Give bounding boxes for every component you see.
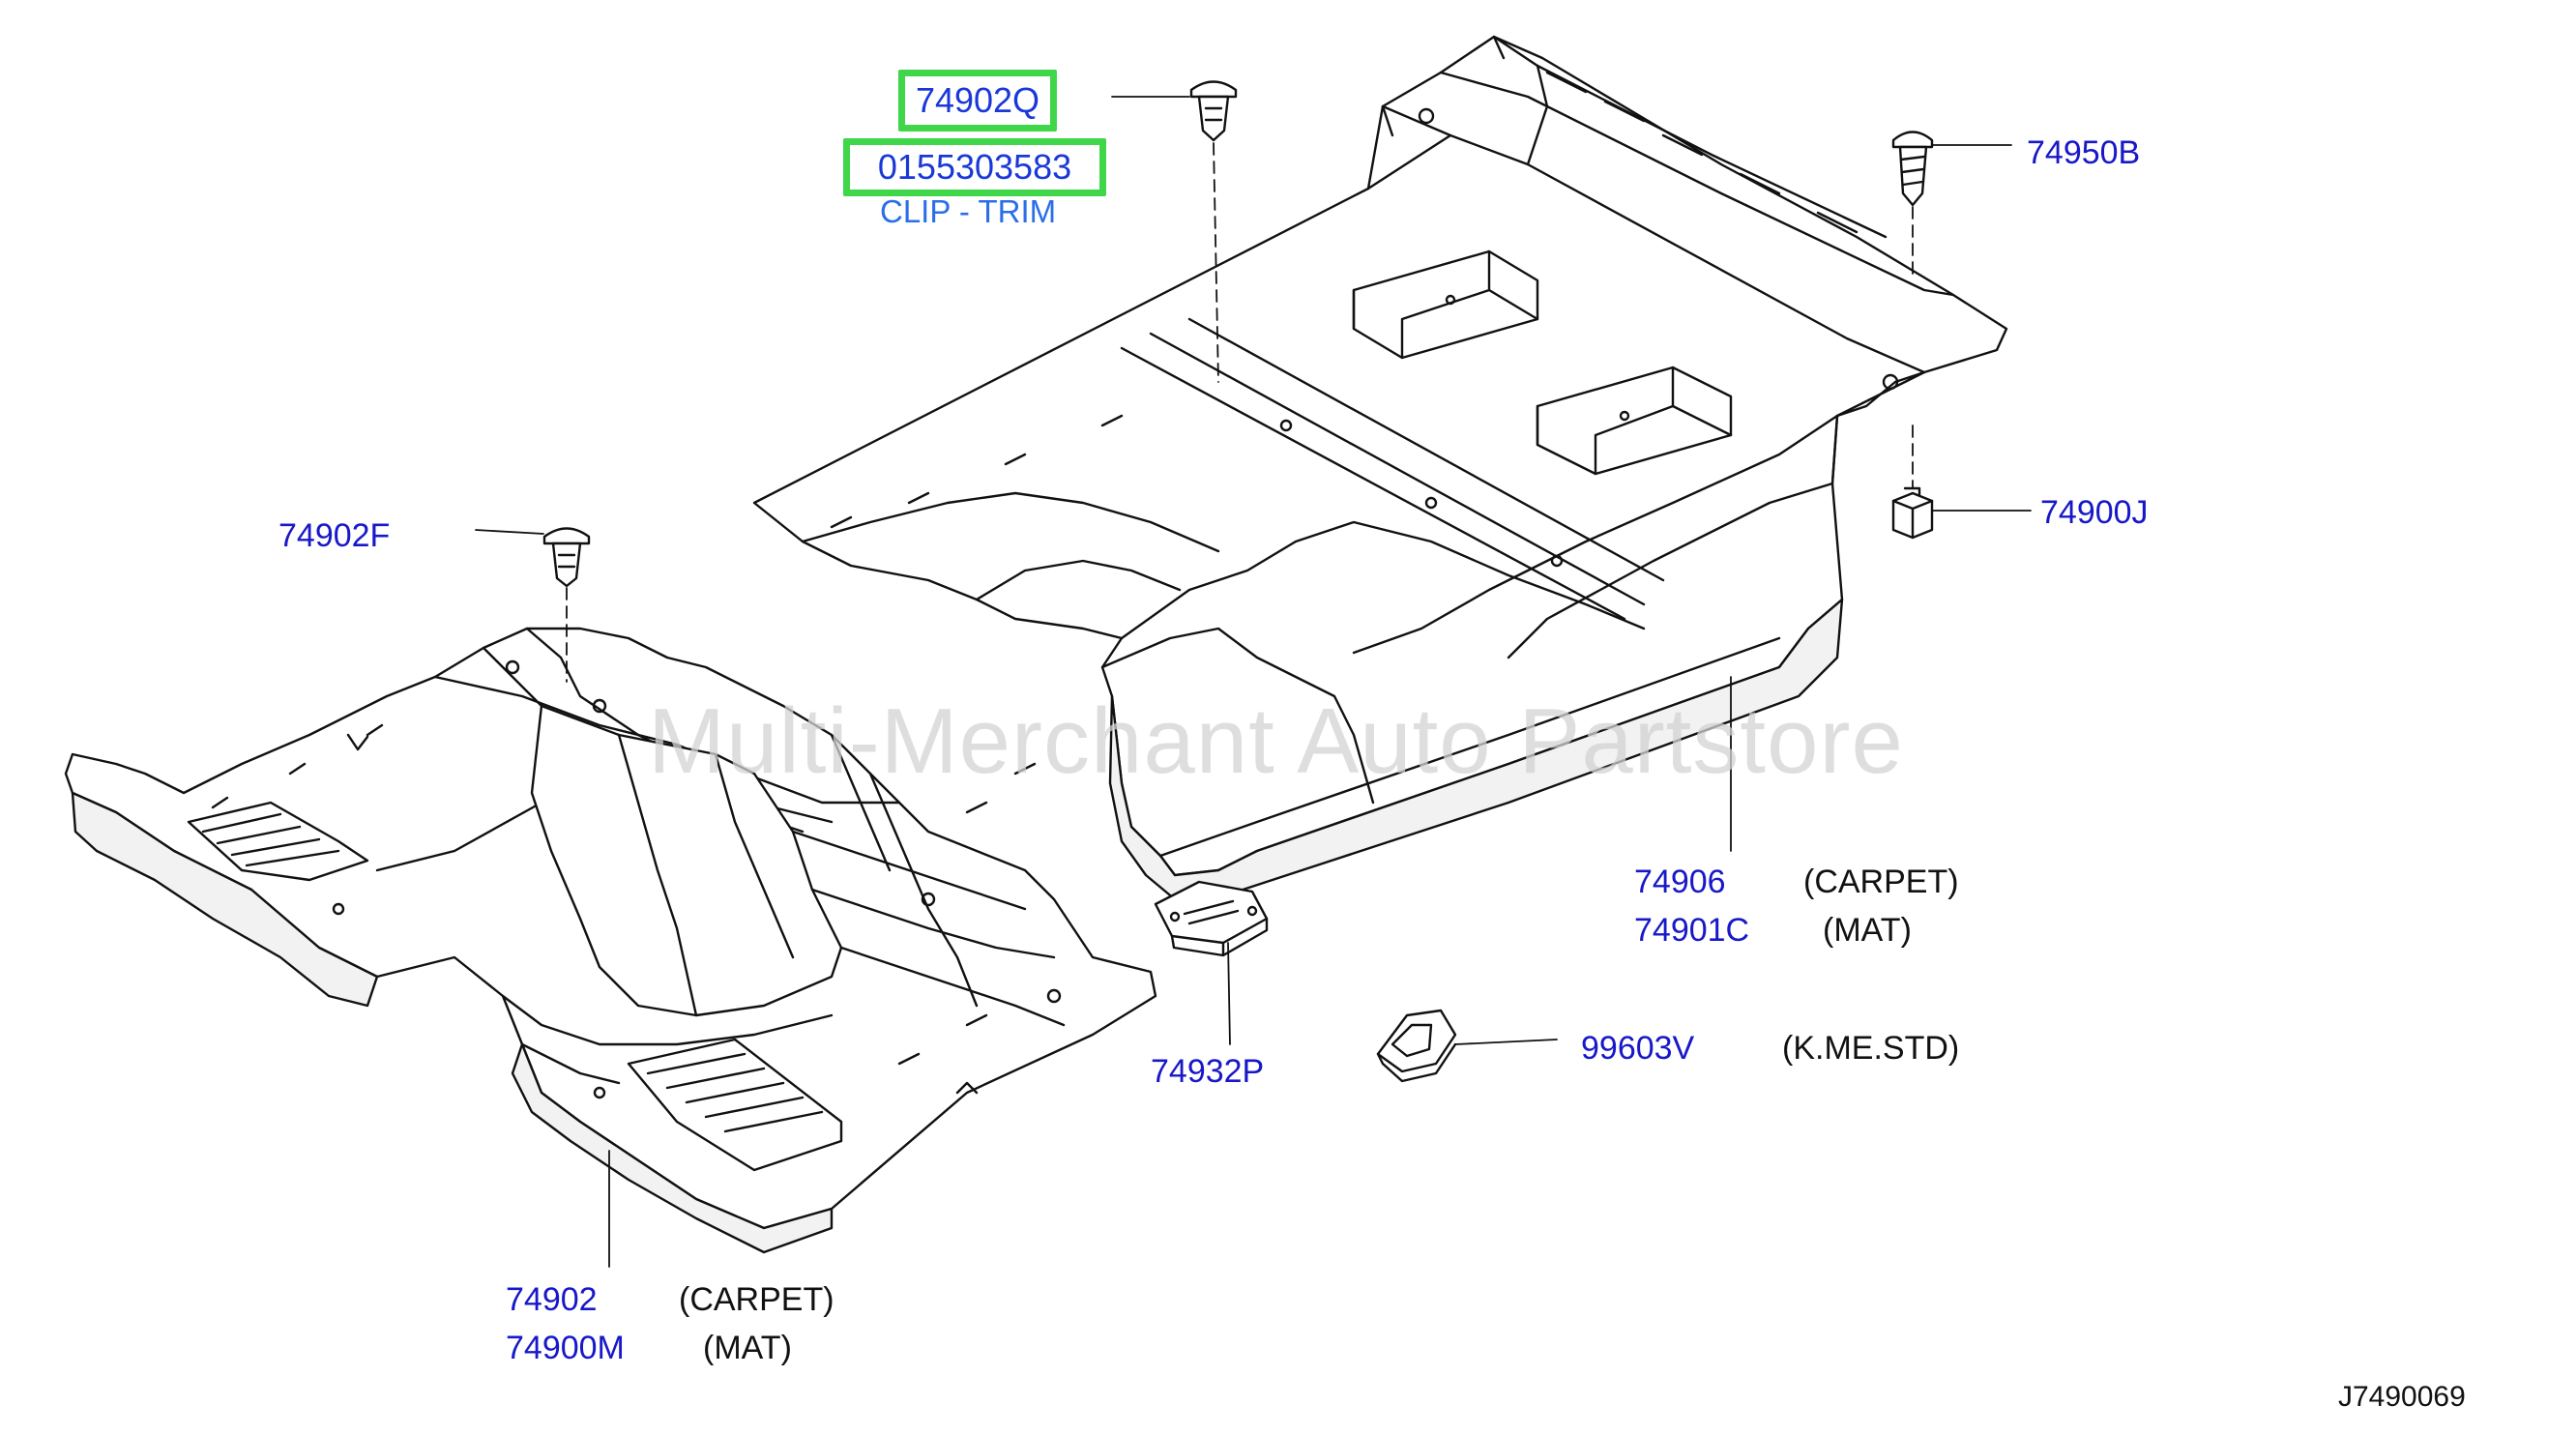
part-label-74902[interactable]: 74902 [506,1281,598,1318]
part-desc-74906: (CARPET) [1803,864,1959,900]
part-desc-74902: (CARPET) [679,1281,834,1318]
fastener-74902F-drawing [475,527,591,683]
pad-74932P-drawing [1154,880,1269,1045]
clip-99603V-drawing [1376,1009,1558,1083]
front-carpet-drawing [64,627,1157,1254]
part-label-74950B[interactable]: 74950B [2027,134,2141,171]
highlight-oem-number[interactable]: 0155303583 [843,138,1106,196]
part-desc-74901C: (MAT) [1823,912,1912,949]
part-label-74902F[interactable]: 74902F [278,517,391,554]
highlight-part-number[interactable]: 74902Q [898,70,1057,132]
part-label-74932P[interactable]: 74932P [1151,1053,1265,1090]
highlight-part-name: CLIP - TRIM [880,193,1057,229]
part-label-74906[interactable]: 74906 [1634,864,1726,900]
fastener-74900J-drawing [1891,425,2032,540]
fastener-74902Q-drawing [1111,80,1238,383]
part-desc-99603V: (K.ME.STD) [1782,1030,1960,1067]
part-label-74900M[interactable]: 74900M [506,1330,625,1366]
rear-carpet-drawing [752,35,2008,901]
part-label-74900J[interactable]: 74900J [2040,494,2149,531]
fastener-74950B-drawing [1891,131,2012,277]
part-label-99603V[interactable]: 99603V [1581,1030,1695,1067]
diagram-code: J7490069 [2338,1381,2466,1413]
part-desc-74900M: (MAT) [703,1330,792,1366]
part-label-74901C[interactable]: 74901C [1634,912,1750,949]
